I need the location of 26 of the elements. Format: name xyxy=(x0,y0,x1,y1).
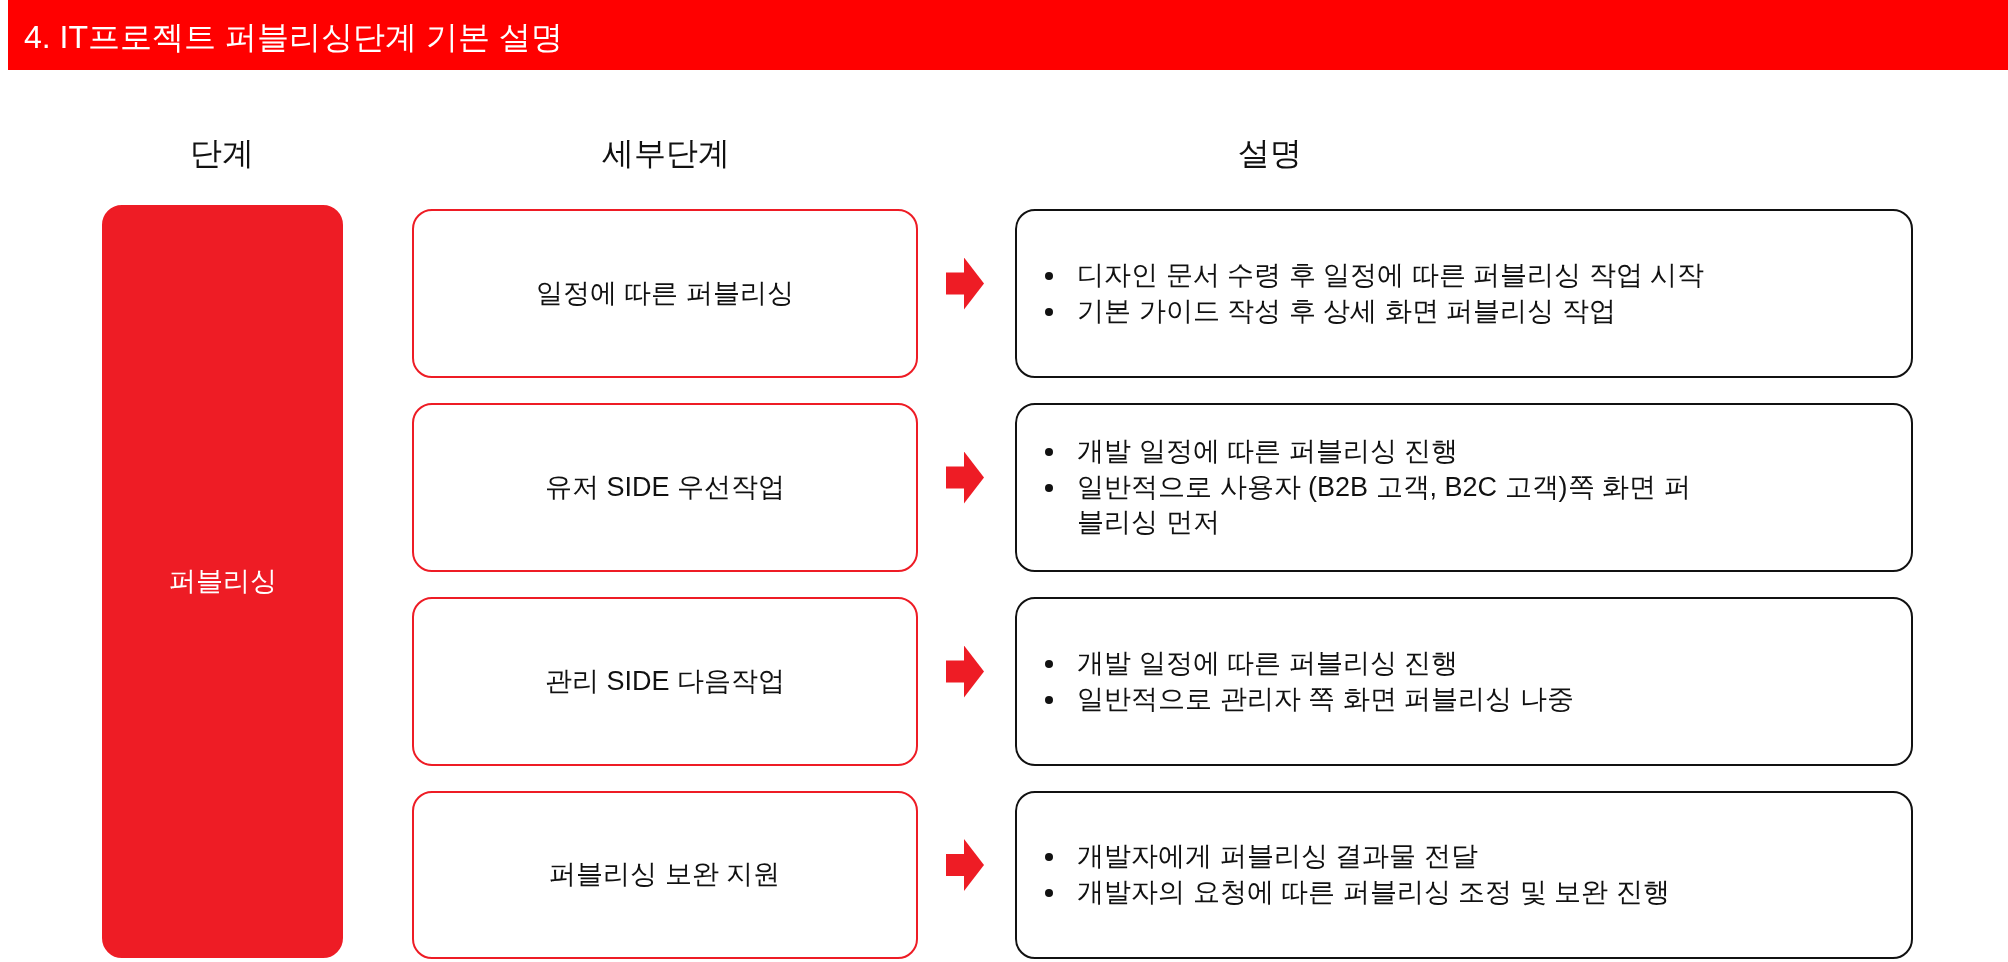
title: 4. IT프로젝트 퍼블리싱단계 기본 설명 xyxy=(23,18,563,57)
column-header: 단계 xyxy=(190,134,254,173)
bullet-item: 일반적으로 사용자 (B2B 고객, B2C 고객)쪽 화면 퍼블리싱 먼저 xyxy=(1077,470,1692,540)
description-box xyxy=(1015,403,1913,572)
bullet-item: 일반적으로 관리자 쪽 화면 퍼블리싱 나중 xyxy=(1077,682,1574,716)
description-box xyxy=(1015,209,1913,378)
node-label: 일정에 따른 퍼블리싱 xyxy=(536,276,794,310)
bullet-item: 개발자의 요청에 따른 퍼블리싱 조정 및 보완 진행 xyxy=(1077,876,1670,909)
description-box xyxy=(1015,791,1913,959)
column-header: 설명 xyxy=(1238,134,1302,173)
substep-box xyxy=(412,597,918,766)
bullet-item: 개발 일정에 따른 퍼블리싱 진행 xyxy=(1077,434,1458,468)
node-label: 퍼블리싱 xyxy=(168,564,277,598)
node-label: 유저 SIDE 우선작업 xyxy=(545,470,785,504)
node-label: 관리 SIDE 다음작업 xyxy=(545,664,785,698)
substep-box xyxy=(412,791,918,959)
column-header: 세부단계 xyxy=(602,134,730,173)
bullet-item: 개발 일정에 따른 퍼블리싱 진행 xyxy=(1077,646,1458,680)
bullet-item: 디자인 문서 수령 후 일정에 따른 퍼블리싱 작업 시작 xyxy=(1077,258,1704,292)
stage-box xyxy=(102,205,343,958)
substep-box xyxy=(412,209,918,378)
bullet-item: 개발자에게 퍼블리싱 결과물 전달 xyxy=(1077,840,1478,874)
node-label: 퍼블리싱 보완 지원 xyxy=(549,858,781,892)
substep-box xyxy=(412,403,918,572)
description-box xyxy=(1015,597,1913,766)
bullet-item: 기본 가이드 작성 후 상세 화면 퍼블리싱 작업 xyxy=(1077,294,1616,328)
